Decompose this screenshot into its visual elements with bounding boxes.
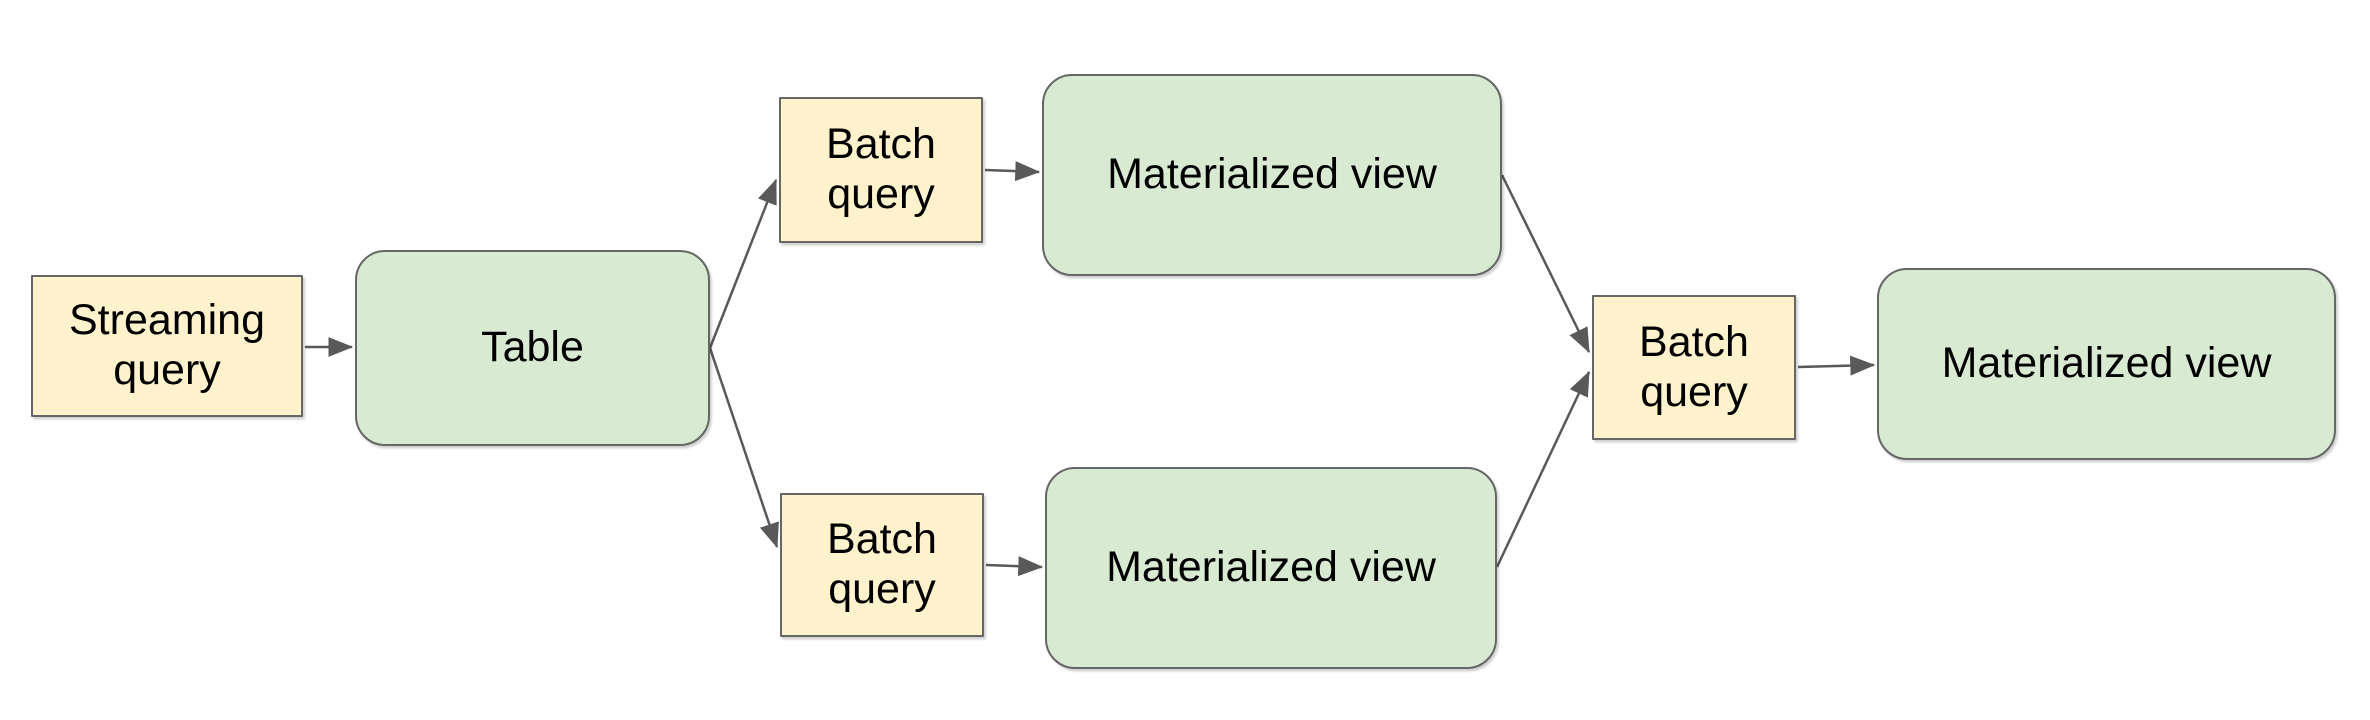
node-materialized-view-top-label: Materialized view: [1107, 150, 1437, 199]
node-batch-query-top-label: Batch query: [826, 120, 936, 218]
node-materialized-view-final: Materialized view: [1877, 268, 2336, 460]
node-table-label: Table: [481, 323, 584, 372]
arrow-materialized-view-top-to-batch-query-final: [1500, 174, 1591, 354]
node-batch-query-bottom: Batch query: [780, 493, 984, 637]
node-batch-query-bottom-label: Batch query: [827, 515, 937, 613]
node-table: Table: [355, 250, 710, 446]
arrow-batch-query-top-to-materialized-view-top: [984, 161, 1041, 182]
node-materialized-view-bottom: Materialized view: [1045, 467, 1497, 669]
node-batch-query-final-label: Batch query: [1639, 317, 1749, 416]
arrow-materialized-view-bottom-to-batch-query-final: [1495, 370, 1591, 568]
arrow-table-to-batch-query-bottom: [708, 347, 779, 549]
node-batch-query-top: Batch query: [779, 97, 983, 243]
arrow-table-to-batch-query-top: [708, 178, 778, 349]
arrow-batch-query-final-to-materialized-view-final: [1797, 355, 1876, 376]
arrow-batch-query-bottom-to-materialized-view-bottom: [985, 556, 1044, 577]
node-streaming-query-label: Streaming query: [69, 296, 265, 394]
node-materialized-view-top: Materialized view: [1042, 74, 1502, 276]
node-materialized-view-bottom-label: Materialized view: [1106, 543, 1436, 592]
node-batch-query-final: Batch query: [1592, 295, 1796, 440]
node-materialized-view-final-label: Materialized view: [1941, 339, 2272, 388]
node-streaming-query: Streaming query: [31, 275, 303, 417]
